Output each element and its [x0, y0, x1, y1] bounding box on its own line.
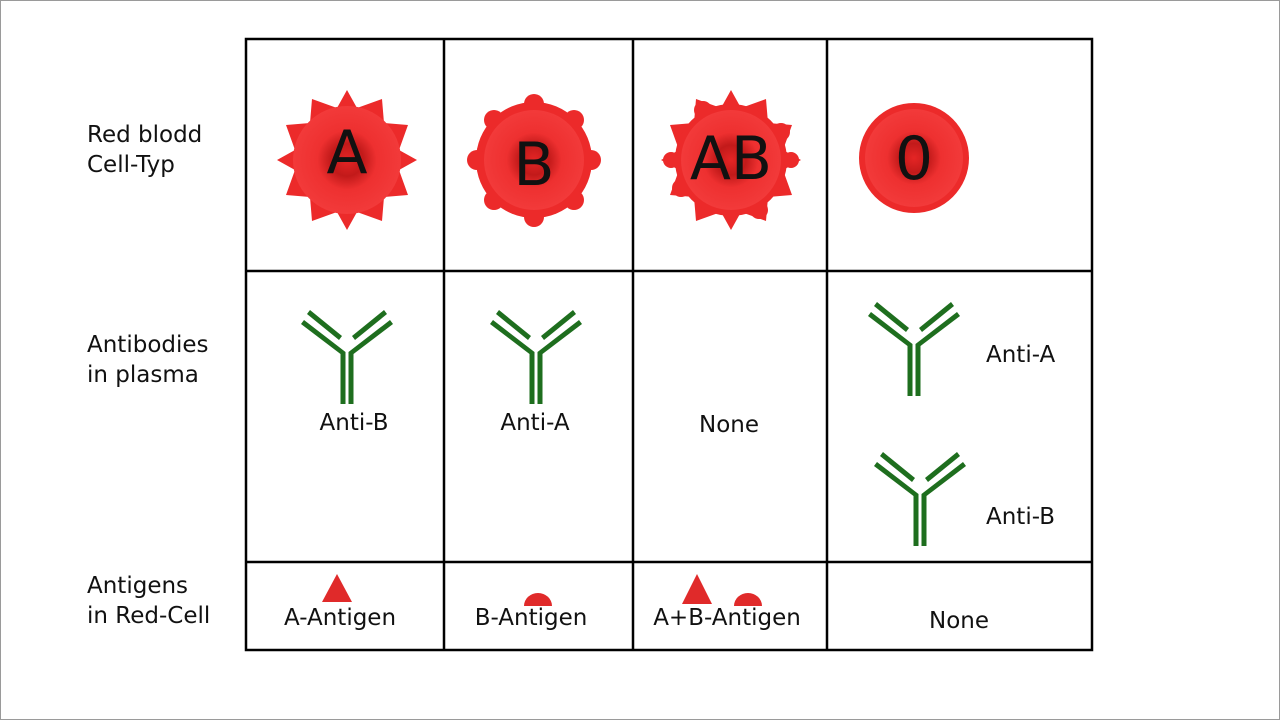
row-label-cell-type: Red blodd Cell-Typ — [87, 122, 203, 178]
antibody-label: Anti-B — [319, 410, 389, 436]
blood-type-letter: AB — [689, 124, 773, 194]
row-label-antibodies: Antibodies in plasma — [87, 332, 209, 388]
row-label-antigens: Antigens in Red-Cell — [87, 573, 211, 629]
antibody-label: Anti-A — [986, 342, 1056, 368]
blood-type-letter: 0 — [894, 124, 934, 194]
antigen-label: None — [928, 608, 990, 634]
antigen-label: B-Antigen — [474, 605, 588, 631]
antigen-label: A+B-Antigen — [653, 605, 801, 631]
blood-type-letter: A — [326, 118, 368, 188]
antibody-label: Anti-B — [986, 504, 1055, 530]
antibody-label: Anti-A — [500, 410, 570, 436]
blood-type-letter: B — [513, 130, 555, 200]
antibody-label: None — [698, 412, 760, 438]
antigen-label: A-Antigen — [283, 605, 397, 631]
